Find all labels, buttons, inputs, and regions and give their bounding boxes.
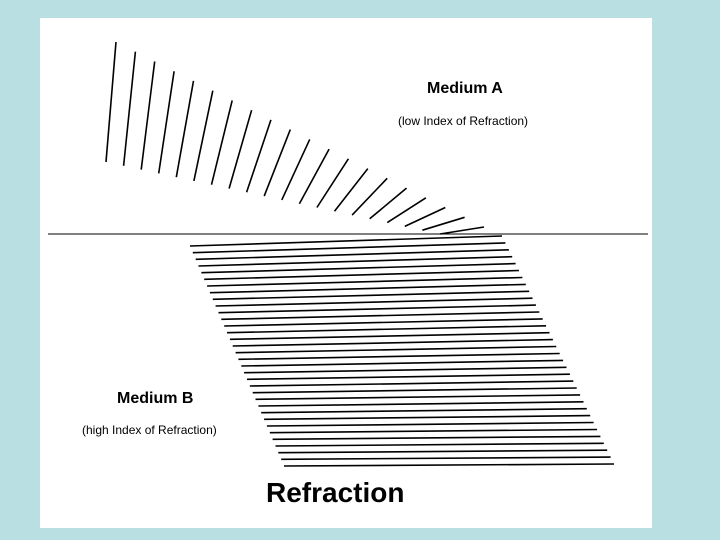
wavefront-line xyxy=(263,129,292,197)
wavefront-line xyxy=(275,442,604,447)
wavefront-line xyxy=(439,226,485,235)
wavefront-line xyxy=(258,401,584,407)
wavefront-line xyxy=(283,463,615,467)
wavefront-line xyxy=(241,359,564,367)
slide: Medium A (low Index of Refraction) Mediu… xyxy=(40,18,652,528)
wavefront-line xyxy=(278,449,608,454)
wavefront-line xyxy=(238,352,560,361)
wavefront-line xyxy=(281,139,311,201)
wavefront-line xyxy=(281,456,611,461)
wavefront-line xyxy=(351,177,388,216)
medium-a-index-note: (low Index of Refraction) xyxy=(398,114,529,128)
wavefront-line xyxy=(122,51,137,166)
wavefront-line xyxy=(204,269,520,281)
wavefront-line xyxy=(249,380,574,387)
wavefront-line xyxy=(210,100,233,185)
wavefront-line xyxy=(105,41,117,163)
wavefront-line xyxy=(140,61,156,170)
wavefront-line xyxy=(212,290,530,301)
wavefront-line xyxy=(157,71,175,174)
wavefront-line xyxy=(235,345,557,354)
wavefront-line xyxy=(229,331,550,341)
medium-b-label: Medium B xyxy=(117,390,194,407)
wavefront-line xyxy=(228,109,253,189)
wavefront-line xyxy=(209,283,526,294)
wavefront-line xyxy=(272,435,601,441)
diagram-caption: Refraction xyxy=(266,477,405,508)
wavefront-line xyxy=(226,325,547,334)
wavefront-line xyxy=(224,318,543,327)
wavefront-line xyxy=(333,168,369,212)
wavefront-line xyxy=(261,407,587,414)
wavefront-line xyxy=(266,421,594,427)
wavefront-line xyxy=(386,197,427,224)
wavefront-line xyxy=(198,255,513,267)
wavefront-line xyxy=(193,90,214,182)
wavefront-line xyxy=(207,276,523,287)
wavefront-line xyxy=(215,297,533,307)
wavefront-line xyxy=(232,338,553,347)
wavefront-line xyxy=(316,158,350,208)
refraction-diagram xyxy=(48,41,648,467)
wavefront-line xyxy=(221,311,540,321)
wavefront-line xyxy=(404,206,446,228)
wavefront-line xyxy=(175,80,195,178)
wavefront-line xyxy=(245,119,272,193)
wavefront-line xyxy=(244,366,567,374)
wavefront-line xyxy=(195,249,509,261)
wavefront-line xyxy=(264,414,591,421)
wavefront-line xyxy=(192,242,506,254)
wavefront-line xyxy=(269,428,598,434)
wavefront-line xyxy=(369,187,408,220)
wavefront-line xyxy=(246,373,570,381)
medium-a-wavefronts xyxy=(105,41,485,235)
wavefront-line xyxy=(189,235,503,247)
wavefront-line xyxy=(218,304,536,314)
wavefront-line xyxy=(201,262,516,274)
wavefront-line xyxy=(422,216,465,231)
wavefront-line xyxy=(298,148,330,205)
medium-a-label: Medium A xyxy=(427,80,503,97)
medium-b-wavefronts xyxy=(189,235,615,467)
wavefront-line xyxy=(252,387,577,394)
medium-b-index-note: (high Index of Refraction) xyxy=(82,423,217,437)
wavefront-line xyxy=(255,394,581,401)
